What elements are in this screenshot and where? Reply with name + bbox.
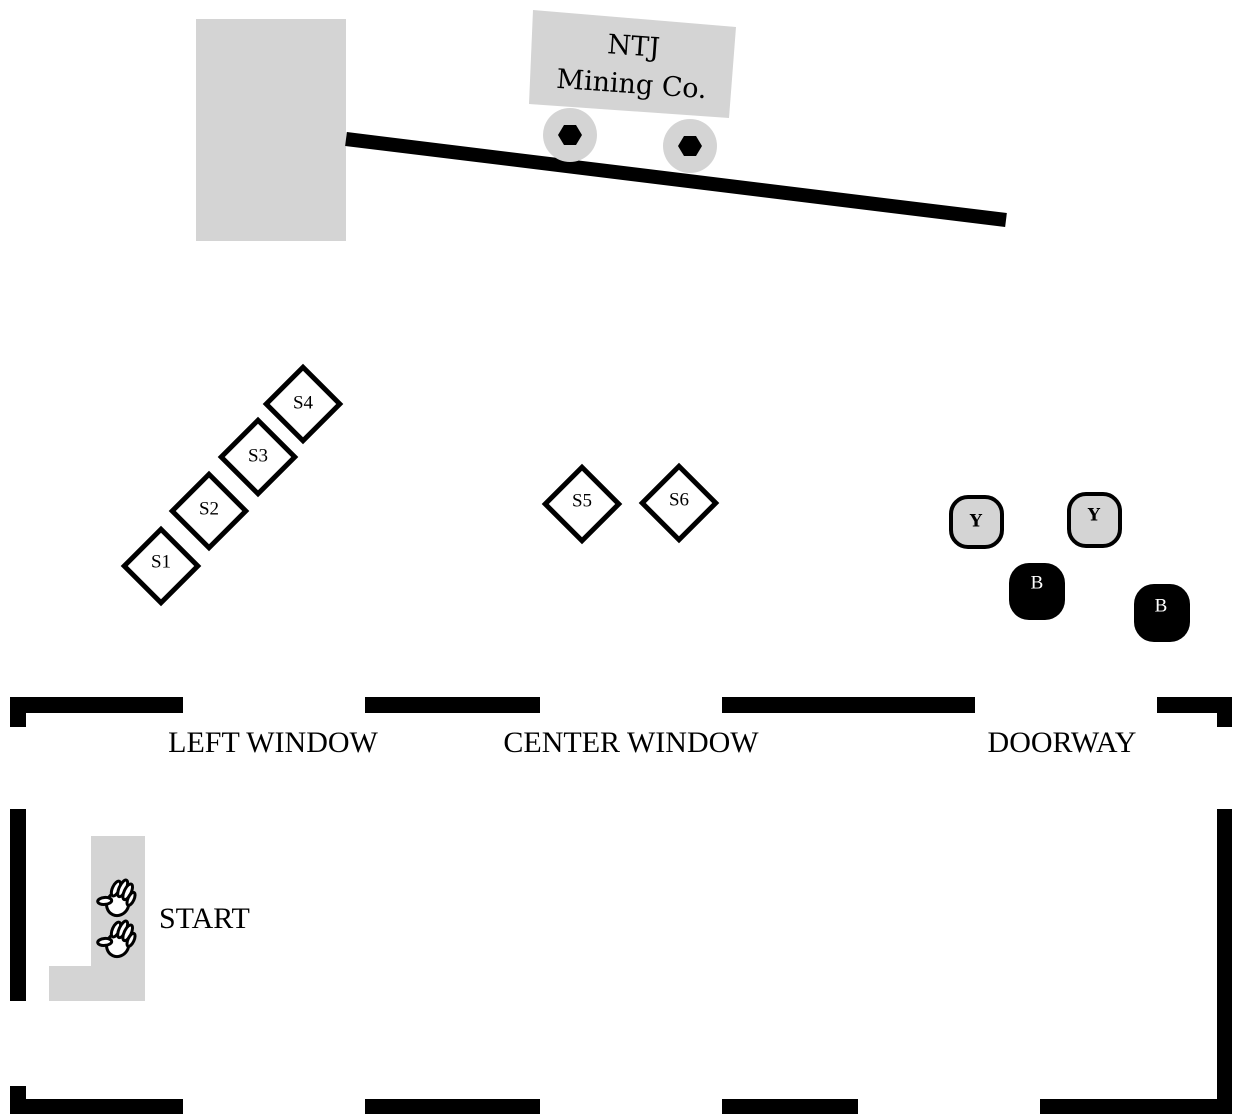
barrel-yellow-1: Y: [949, 495, 1004, 549]
front-wall: [10, 697, 1232, 727]
mine-building: [196, 19, 346, 241]
rail-track: [345, 132, 1007, 227]
hands-icon: [96, 878, 137, 959]
barrel-label: B: [1031, 572, 1044, 593]
right-side-wall: [1217, 809, 1232, 1099]
back-wall: [10, 1086, 1232, 1114]
steel-target-label: S4: [293, 392, 314, 413]
barrel-yellow-2: Y: [1067, 492, 1122, 548]
left-side-wall: [10, 809, 26, 1001]
steel-target-s3: S3: [217, 416, 299, 498]
mine-cart: NTJ Mining Co.: [529, 10, 736, 173]
steel-target-s2: S2: [168, 470, 250, 552]
left-window-label: LEFT WINDOW: [168, 726, 378, 759]
cart-hub-left-icon: [558, 125, 582, 145]
steel-target-label: S2: [199, 498, 219, 519]
barrel-label: Y: [1087, 506, 1101, 526]
steel-target-s4: S4: [262, 363, 344, 445]
barrel-label: B: [1155, 595, 1168, 616]
start-table: [49, 836, 145, 1001]
center-window-label: CENTER WINDOW: [503, 726, 759, 759]
steel-target-label: S1: [151, 551, 171, 572]
steel-target-s1: S1: [120, 525, 202, 607]
start-label: START: [159, 902, 250, 935]
barrel-black-1: B: [1009, 563, 1065, 620]
barrel-black-2: B: [1134, 584, 1190, 642]
barrel-label: Y: [969, 512, 983, 532]
cart-hub-right-icon: [678, 136, 702, 156]
steel-target-s6: S6: [638, 462, 720, 544]
cart-body: [529, 10, 736, 118]
steel-target-label: S5: [572, 490, 592, 511]
cart-line1: NTJ: [606, 29, 661, 64]
steel-target-s5: S5: [541, 463, 623, 545]
doorway-label: DOORWAY: [988, 726, 1137, 759]
steel-target-label: S6: [669, 489, 689, 510]
start-area: START: [49, 836, 250, 1001]
steel-target-label: S3: [248, 445, 268, 466]
